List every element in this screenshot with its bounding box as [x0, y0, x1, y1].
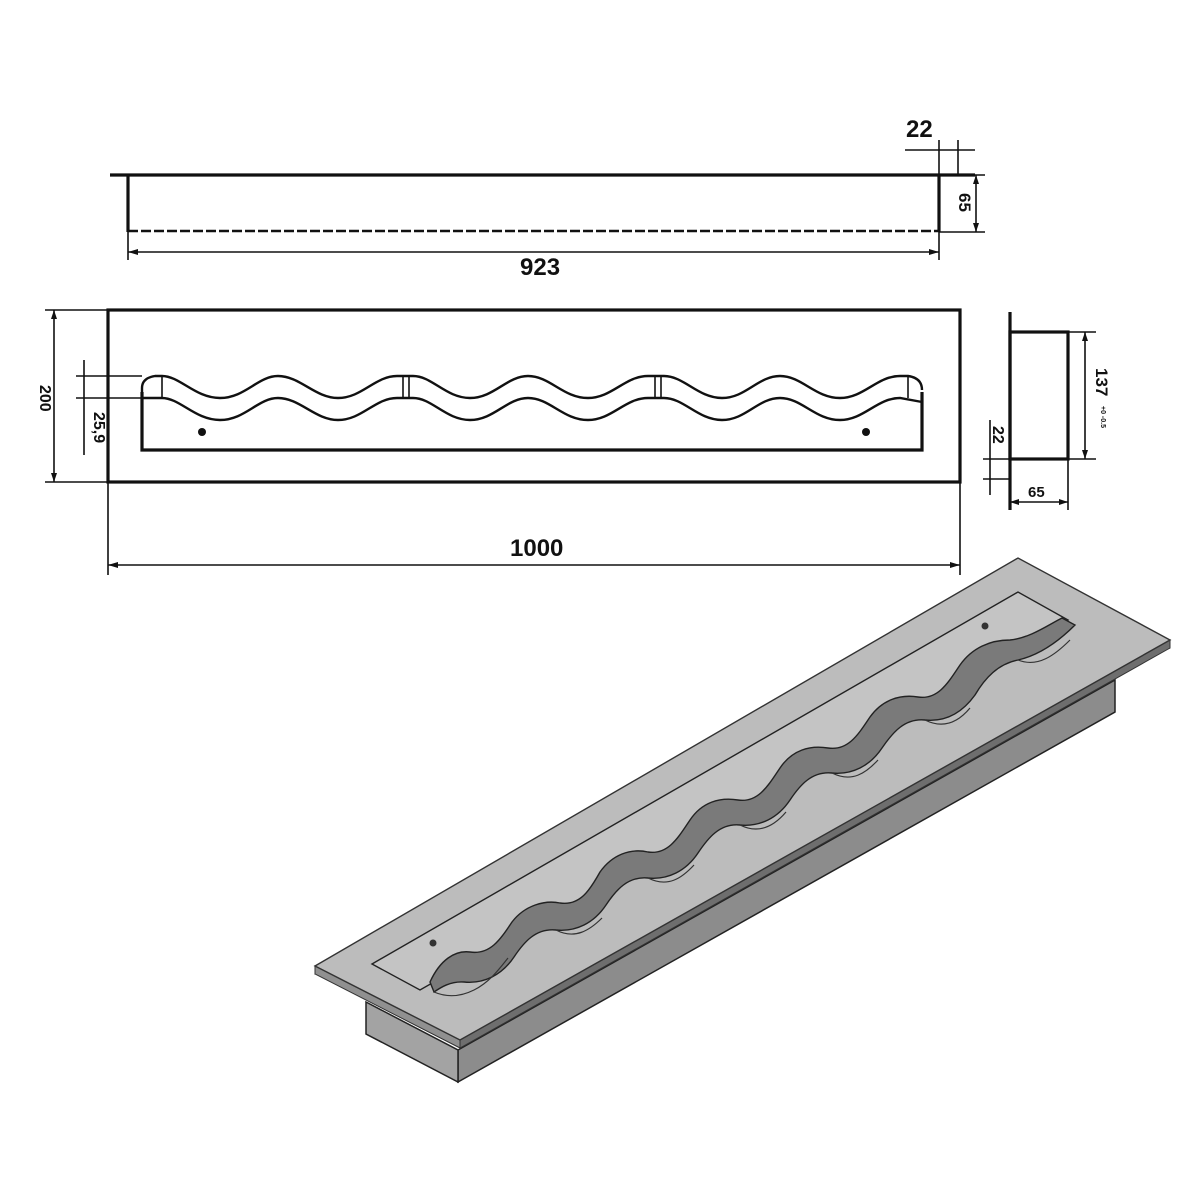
end-view-body-outline [1008, 330, 1070, 461]
dim-label-end-depth-tolerance: +0 -0.5 [1099, 406, 1106, 428]
arrow-icon [108, 562, 118, 568]
arrow-icon [929, 249, 939, 255]
iso-tray-outline [370, 591, 1070, 991]
end-view [983, 312, 1096, 510]
wave-slot-lower-edge [142, 396, 923, 422]
arrow-icon [1010, 499, 1019, 505]
arrow-icon [950, 562, 960, 568]
arrow-icon [128, 249, 138, 255]
iso-body-short-face [365, 1000, 459, 1084]
arrow-icon [51, 310, 57, 319]
wave-slot-upper-edge [140, 374, 924, 400]
iso-mounting-hole-icon [429, 939, 437, 947]
dim-label-side-height: 65 [954, 193, 974, 212]
dim-label-side-flange: 22 [906, 116, 933, 143]
plan-view [45, 308, 962, 575]
plan-view-plate-outline [106, 308, 962, 484]
arrow-icon [51, 473, 57, 482]
dim-label-end-flange: 22 [989, 426, 1006, 444]
arrow-icon [1082, 450, 1088, 459]
arrow-icon [973, 223, 979, 232]
plan-view-tray-outline [140, 392, 924, 452]
iso-mounting-hole-icon [981, 622, 989, 630]
arrow-icon [1082, 332, 1088, 341]
iso-wave-slot-interior [433, 639, 1071, 997]
arrow-icon [1059, 499, 1068, 505]
dim-label-end-depth: 137 [1092, 368, 1111, 397]
dim-label-overall-length: 1000 [510, 535, 564, 562]
mounting-hole-icon [862, 428, 870, 436]
dim-label-end-height: 65 [1028, 484, 1045, 501]
dim-label-wave-slot-width: 25,9 [90, 412, 107, 444]
dim-label-overall-width: 200 [36, 385, 53, 412]
mounting-hole-icon [198, 428, 206, 436]
dim-label-side-length: 923 [520, 254, 561, 281]
side-view [110, 140, 985, 260]
isometric-view [313, 557, 1172, 1084]
iso-wave-slot [429, 617, 1077, 994]
arrow-icon [973, 175, 979, 184]
